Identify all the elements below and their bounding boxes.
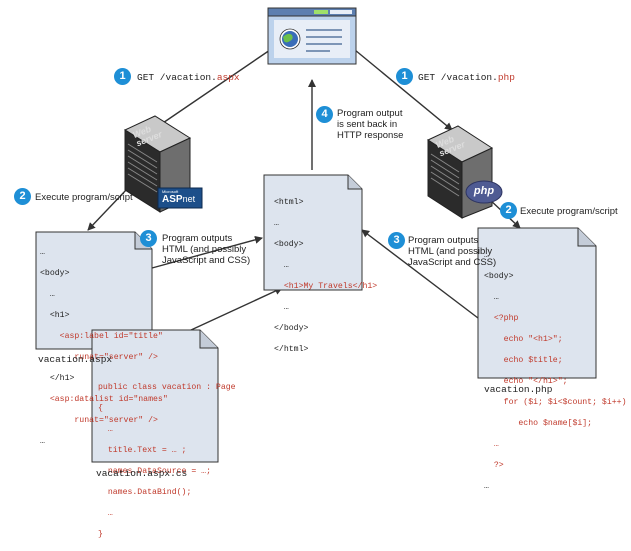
html-code-line: <h1>My Travels</h1> [274,281,378,291]
step-3-left-line1: Program outputs [162,233,233,244]
aspx-cs-code: public class vacation : Page { … title.T… [98,372,236,551]
html-code-line: … [274,260,289,270]
php-code-line: <?php [484,313,519,323]
aspx-cs-caption: vacation.aspx.cs [96,468,188,479]
php-code-line: <body> [484,271,514,281]
right-web-server-icon [426,125,503,219]
aspnet-logo-small-text: Microsoft [162,189,179,194]
document-php [477,227,597,379]
aspx-cs-code-line: { [98,403,103,413]
step-3-left-line2: HTML (and possibly [162,244,247,255]
browser-window-icon [267,7,357,65]
aspx-code-line: <body> [40,268,70,278]
step-1-left-circle: 1 [114,68,131,85]
aspx-code-line: runat="server" /> [40,352,158,362]
html-code-line: </html> [274,344,309,354]
arrow-php-to-html [361,229,479,319]
aspnet-logo-suffix-text: net [182,194,196,204]
document-aspx [35,231,153,350]
step-2-right-text: Execute program/script [520,206,618,217]
php-code-line: for ($i; $i<$count; $i++) [484,397,627,407]
aspx-cs-code-line: … [98,508,113,518]
aspx-code-line: <h1> [40,310,70,320]
request-right-ext: php [497,72,515,83]
html-code-line: <html> [274,197,304,207]
step-3-right-line3: JavaScript and CSS) [408,257,497,268]
aspnet-logo: Microsoft ASPnet [160,189,202,207]
step-2-left-circle: 2 [14,188,31,205]
left-web-server-icon [123,115,203,213]
php-code-line: … [484,439,499,449]
step-4-line2: is sent back in [337,119,398,130]
php-logo: php [473,185,495,197]
php-code-line: … [484,481,489,491]
aspx-cs-code-line: } [98,529,103,539]
php-code-line: echo "<h1>"; [484,334,563,344]
php-caption: vacation.php [484,384,553,395]
html-code-line: <body> [274,239,304,249]
step-3-right-line1: Program outputs [408,235,479,246]
request-right-label: GET /vacation.php [418,72,515,83]
step-4-text: Program output is sent back in HTTP resp… [337,108,403,141]
diagram-canvas [35,7,597,463]
step-4-line3: HTTP response [337,130,404,141]
step-3-right-text: Program outputs HTML (and possibly JavaS… [408,235,496,268]
step-1-right-circle: 1 [396,68,413,85]
arrow-left-server-to-aspx [87,187,129,231]
aspx-caption: vacation.aspx [38,354,113,365]
html-code-line: … [274,218,279,228]
php-code-line: ?> [484,460,504,470]
aspx-cs-code-line: public class vacation : Page [98,382,236,392]
aspx-cs-code-line: names.DataSource = …; [98,466,212,476]
aspx-code-line: runat="server" /> [40,415,158,425]
html-code-line: </body> [274,323,309,333]
step-4-circle: 4 [316,106,333,123]
aspx-code-line: … [40,289,55,299]
php-code-line: echo $name[$i]; [484,418,593,428]
step-3-left-text: Program outputs HTML (and possibly JavaS… [162,233,250,266]
aspx-code-line: <asp:label id="title" [40,331,163,341]
arrow-browser-to-right-server [354,49,453,131]
step-3-right-circle: 3 [388,232,405,249]
php-code-line: … [484,250,489,260]
document-aspx-cs [91,329,219,463]
php-code-line: … [484,292,499,302]
aspx-code-line: … [40,436,45,446]
request-right-prefix: GET /vacation. [418,72,498,83]
step-2-left-text: Execute program/script [35,192,133,203]
step-3-left-line3: JavaScript and CSS) [162,255,251,266]
request-left-prefix: GET /vacation. [137,72,217,83]
aspx-cs-code-line: title.Text = … ; [98,445,187,455]
aspx-code: … <body> … <h1> <asp:label id="title" ru… [40,237,168,458]
aspnet-logo-main-text: ASP [162,194,183,205]
aspx-code-line: <asp:datalist id="names" [40,394,168,404]
php-code: … <body> … <?php echo "<h1>"; echo $titl… [484,240,627,503]
arrow-browser-to-left-server [156,49,271,128]
aspx-code-line: </h1> [40,373,75,383]
html-code: <html> … <body> … <h1>My Travels</h1> … … [274,187,377,366]
step-3-left-circle: 3 [140,230,157,247]
aspx-code-line: … [40,247,45,257]
arrow-aspx-to-html [151,235,263,269]
php-code-line: echo "</h1>"; [484,376,568,386]
request-left-ext: aspx [216,72,240,83]
step-2-right-circle: 2 [500,202,517,219]
step-3-right-line2: HTML (and possibly [408,246,493,257]
step-4-line1: Program output [337,108,403,119]
aspx-cs-code-line: … [98,424,113,434]
php-code-line: echo $title; [484,355,563,365]
aspx-cs-code-line: names.DataBind(); [98,487,192,497]
request-left-label: GET /vacation.aspx [137,72,240,83]
document-html [263,174,363,291]
html-code-line: … [274,302,289,312]
